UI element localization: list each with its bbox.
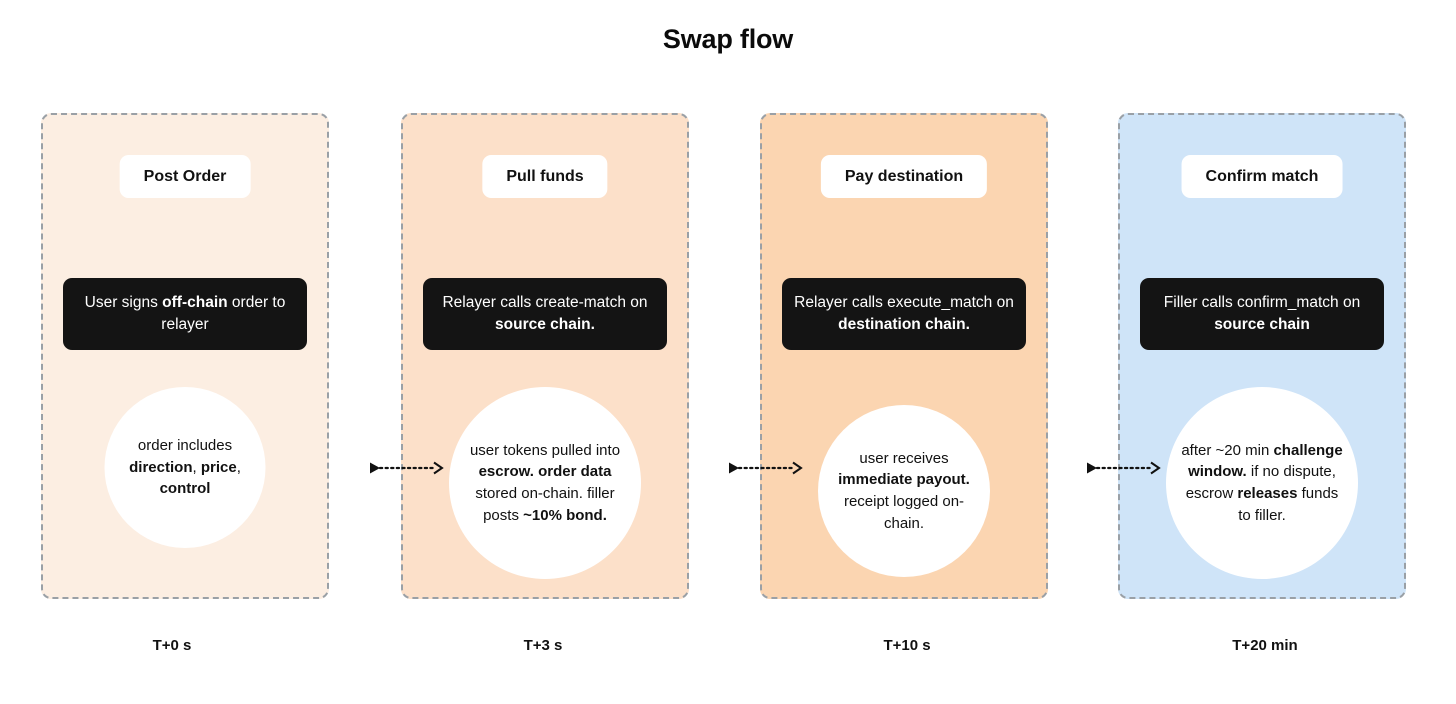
- stage-card-pull-funds[interactable]: Pull funds Relayer calls create-match on…: [401, 113, 689, 599]
- stage-card-post-order[interactable]: Post Order User signs off-chain order to…: [41, 113, 329, 599]
- stage-header-pull-funds: Pull funds: [482, 155, 608, 199]
- stage-card-confirm-match[interactable]: Confirm match Filler calls confirm_match…: [1118, 113, 1406, 599]
- time-label-stage-1: T+0 s: [152, 637, 192, 654]
- note-circle-text: order includes direction, price, control: [129, 436, 241, 498]
- note-circle-text: after ~20 min challenge window. if no di…: [1181, 441, 1343, 524]
- note-circle-pay-destination: user receives immediate payout. receipt …: [818, 405, 990, 577]
- action-box-pull-funds: Relayer calls create-match on source cha…: [423, 278, 667, 350]
- note-circle-text: user tokens pulled into escrow. order da…: [469, 441, 621, 524]
- action-box-confirm-match: Filler calls confirm_match on source cha…: [1140, 278, 1384, 350]
- stage-header-confirm-match: Confirm match: [1181, 155, 1343, 199]
- swap-flow-stages: Post Order User signs off-chain order to…: [41, 113, 1406, 599]
- note-circle-confirm-match: after ~20 min challenge window. if no di…: [1166, 387, 1358, 579]
- stage-header-pay-destination: Pay destination: [820, 155, 988, 199]
- note-circle-text: user receives immediate payout. receipt …: [838, 449, 970, 532]
- time-label-stage-2: T+3 s: [523, 637, 563, 654]
- note-circle-post-order: order includes direction, price, control: [104, 387, 266, 548]
- action-box-post-order: User signs off-chain order to relayer: [63, 278, 307, 350]
- connector-arrow-icon-3: [1087, 461, 1161, 475]
- note-circle-pull-funds: user tokens pulled into escrow. order da…: [449, 387, 641, 579]
- action-box-pay-destination: Relayer calls execute_match on destinati…: [782, 278, 1026, 350]
- page-title: Swap flow: [662, 24, 794, 54]
- connector-arrow-icon-1: [370, 461, 444, 475]
- stage-header-post-order: Post Order: [119, 155, 251, 199]
- connector-arrow-icon-2: [729, 461, 803, 475]
- time-label-stage-4: T+20 min: [1232, 637, 1298, 654]
- time-label-stage-3: T+10 s: [883, 637, 931, 654]
- stage-card-pay-destination[interactable]: Pay destination Relayer calls execute_ma…: [760, 113, 1048, 599]
